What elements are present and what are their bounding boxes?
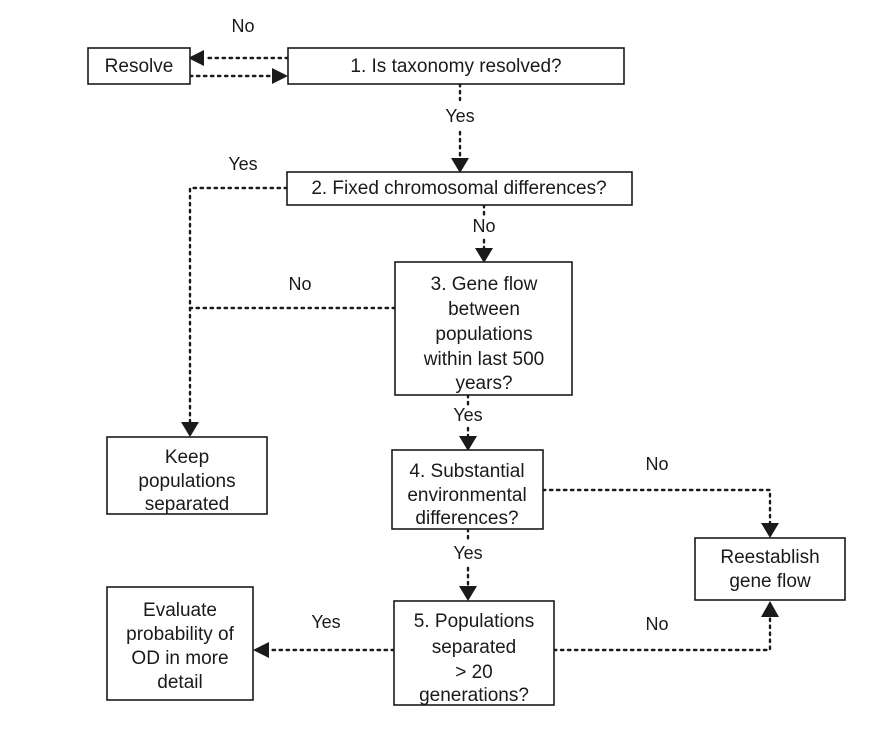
node-q4-label-line2: environmental <box>407 485 526 506</box>
edge-label-q4-yes: Yes <box>453 543 482 563</box>
node-evaluate-label-line1: Evaluate <box>143 600 217 621</box>
node-q3-label-line2: between <box>448 299 520 320</box>
node-reestablish-label-line2: gene flow <box>729 571 811 592</box>
edge-label-q5-no: No <box>645 614 668 634</box>
edge-label-q1-no: No <box>231 16 254 36</box>
node-evaluate-box[interactable] <box>106 586 254 701</box>
node-q2-label: 2. Fixed chromosomal differences? <box>311 178 606 199</box>
arrow-head-icon <box>253 642 269 658</box>
edge-line <box>552 613 772 652</box>
edge-q3-yes-to-q4 <box>459 393 477 451</box>
node-q3-label-line1: 3. Gene flow <box>431 274 538 295</box>
node-q1-taxonomy-resolved[interactable]: 1. Is taxonomy resolved? <box>287 47 625 85</box>
node-resolve-label: Resolve <box>105 56 174 77</box>
node-evaluate-label-line2: probability of <box>126 624 234 645</box>
node-reestablish-gene-flow[interactable]: Reestablish gene flow <box>694 537 846 601</box>
node-q5-box[interactable] <box>393 600 555 706</box>
node-q1-box[interactable] <box>287 47 625 85</box>
node-q4-label-line3: differences? <box>415 508 518 529</box>
node-evaluate-probability-od[interactable]: Evaluate probability of OD in more detai… <box>106 586 254 701</box>
arrow-head-icon <box>459 586 477 601</box>
edge-line <box>541 488 772 527</box>
edge-label-q2-no: No <box>472 216 495 236</box>
edge-label-q4-no: No <box>645 454 668 474</box>
edge-line <box>188 186 289 426</box>
node-q5-populations-separated[interactable]: 5. Populations separated > 20 generation… <box>393 600 555 706</box>
node-q3-label-line5: years? <box>455 373 512 394</box>
node-keep-label-line3: separated <box>145 494 230 515</box>
edge-q1-no-to-resolve <box>188 50 290 66</box>
edge-q4-no-to-reestablish <box>541 488 779 538</box>
node-q5-label-line3: > 20 <box>455 662 493 683</box>
node-resolve-box[interactable] <box>87 47 191 85</box>
node-q1-label: 1. Is taxonomy resolved? <box>350 56 561 77</box>
edge-q2-no-to-q3 <box>475 203 493 263</box>
node-q3-gene-flow[interactable]: 3. Gene flow between populations within … <box>394 261 573 396</box>
edge-q1-yes-to-q2 <box>451 82 469 173</box>
node-q3-label-line4: within last 500 <box>423 349 544 370</box>
arrow-head-icon <box>272 68 288 84</box>
node-keep-label-line1: Keep <box>165 447 209 468</box>
node-q3-label-line3: populations <box>435 324 532 345</box>
node-q4-substantial-environmental-differences[interactable]: 4. Substantial environmental differences… <box>391 449 544 530</box>
edge-label-q3-no: No <box>288 274 311 294</box>
node-evaluate-label-line3: OD in more <box>131 648 228 669</box>
edge-q2-yes-to-keep <box>181 186 289 437</box>
arrow-head-icon <box>475 248 493 263</box>
arrow-head-icon <box>451 158 469 173</box>
node-q3-box[interactable] <box>394 261 573 396</box>
node-keep-label-line2: populations <box>138 471 235 492</box>
node-resolve[interactable]: Resolve <box>87 47 191 85</box>
node-keep-box[interactable] <box>106 436 268 515</box>
node-q5-label-line4: generations? <box>419 685 529 706</box>
node-reestablish-box[interactable] <box>694 537 846 601</box>
edge-label-q2-yes: Yes <box>228 154 257 174</box>
node-q4-label-line1: 4. Substantial <box>409 461 524 482</box>
edge-q5-no-to-reestablish <box>552 601 779 652</box>
node-keep-populations-separated[interactable]: Keep populations separated <box>106 436 268 515</box>
node-q2-box[interactable] <box>286 171 633 206</box>
edge-q5-yes-to-evaluate <box>253 642 396 658</box>
edge-q4-yes-to-q5 <box>459 527 477 601</box>
edge-resolve-to-q1 <box>188 68 288 84</box>
node-q5-label-line2: separated <box>432 637 517 658</box>
edge-label-q5-yes: Yes <box>311 612 340 632</box>
arrow-head-icon <box>459 436 477 451</box>
node-q2-fixed-chromosomal-differences[interactable]: 2. Fixed chromosomal differences? <box>286 171 633 206</box>
node-q5-label-line1: 5. Populations <box>414 611 534 632</box>
arrow-head-icon <box>188 50 204 66</box>
node-reestablish-label-line1: Reestablish <box>720 547 819 568</box>
edge-label-q3-yes: Yes <box>453 405 482 425</box>
node-q4-box[interactable] <box>391 449 544 530</box>
arrow-head-icon <box>761 601 779 617</box>
arrow-head-icon <box>761 523 779 538</box>
node-evaluate-label-line4: detail <box>157 672 202 693</box>
arrow-head-icon <box>181 422 199 437</box>
edge-label-q1-yes: Yes <box>445 106 474 126</box>
